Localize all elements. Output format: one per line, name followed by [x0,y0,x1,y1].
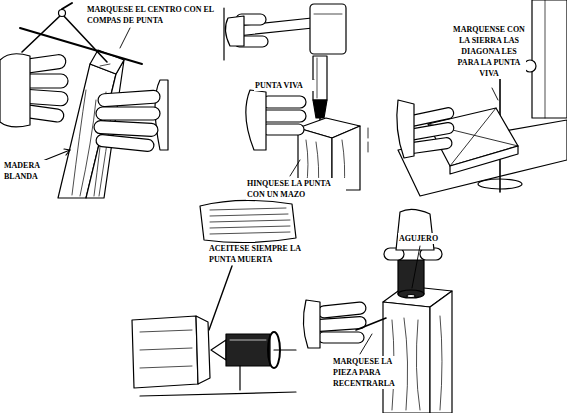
callout-text: MARQUENSE CON LA SIERRA LAS DIAGONA LES … [452,24,526,79]
callout-text: MARQUESE EL CENTRO CON EL COMPAS DE PUNT… [86,4,220,26]
callout-text: HINQUESE LA PUNTA CON UN MAZO [246,178,346,200]
panel-compass [0,3,168,198]
callout-text: MARQUESE LA PIEZA PARA RECENTRARLA [332,356,404,389]
callout-text: ACEITESE SIEMPRE LA PUNTA MUERTA [208,243,304,265]
panel-mallet [224,4,368,190]
panel-bandsaw [397,0,567,196]
panel-recenter [303,209,452,413]
callout-text: AGUJERO [398,233,450,244]
callout-text: MADERA BLANDA [3,160,49,182]
callout-text: PUNTA VIVA [254,80,316,91]
panel-dead-center [132,200,296,396]
